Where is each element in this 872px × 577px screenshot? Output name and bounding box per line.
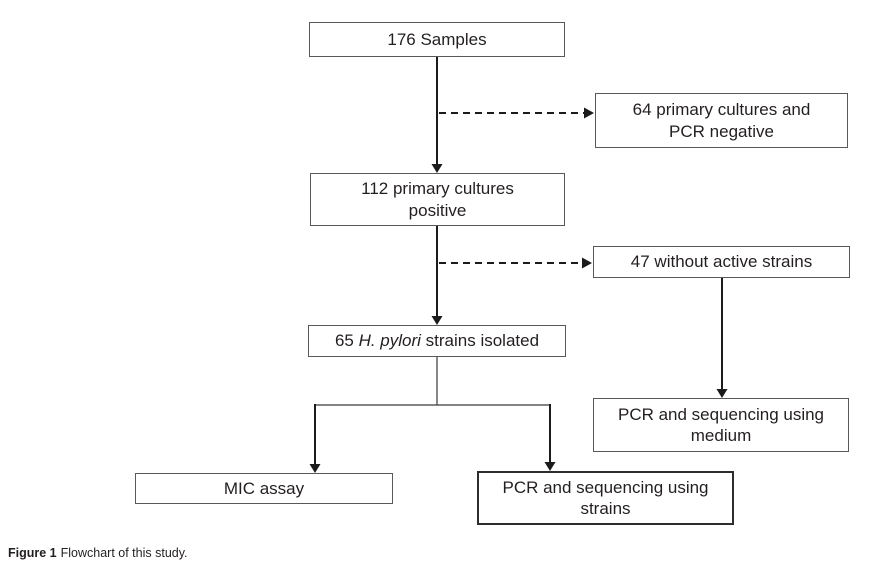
flow-box-strains-isolated-label: 65 H. pylori strains isolated — [329, 330, 545, 351]
flow-box-mic-assay-label: MIC assay — [223, 478, 305, 498]
flow-box-cultures-positive: 112 primary cultures positive — [310, 173, 565, 226]
flow-box-samples: 176 Samples — [309, 22, 565, 57]
flow-box-cultures-positive-label: 112 primary cultures positive — [361, 179, 514, 220]
flow-box-strains-isolated: 65 H. pylori strains isolated — [308, 325, 566, 357]
strains-isolated-prefix: 65 — [334, 331, 359, 351]
dashed-arrow-to-no-active-strains — [439, 257, 592, 269]
arrow-no-active-strains-to-pcr-medium — [716, 278, 728, 398]
flow-box-pcr-medium: PCR and sequencing using medium — [593, 398, 849, 452]
flow-box-samples-label: 176 Samples — [387, 29, 487, 49]
flow-box-pcr-negative: 64 primary cultures and PCR negative — [595, 93, 848, 148]
dashed-arrow-to-pcr-negative — [439, 107, 594, 119]
flow-box-no-active-strains-label: 47 without active strains — [630, 252, 813, 272]
strains-isolated-suffix: strains isolated — [420, 331, 540, 351]
arrow-split-to-pcr-strains — [544, 404, 556, 471]
flow-box-no-active-strains: 47 without active strains — [593, 246, 850, 278]
arrow-cultures-positive-to-strains-isolated — [431, 226, 443, 325]
figure-caption-text: Flowchart of this study. — [60, 546, 188, 560]
arrow-split-to-mic-assay — [309, 404, 321, 473]
flow-box-pcr-negative-label: 64 primary cultures and PCR negative — [632, 100, 811, 141]
arrow-samples-to-cultures-positive — [431, 57, 443, 173]
flow-box-pcr-medium-label: PCR and sequencing using medium — [617, 404, 825, 445]
split-connector-strains-isolated — [314, 357, 550, 406]
flow-box-mic-assay: MIC assay — [135, 473, 393, 504]
figure-caption-number: Figure 1 — [8, 546, 57, 560]
strains-isolated-species: H. pylori — [358, 331, 421, 351]
flow-box-pcr-strains: PCR and sequencing using strains — [477, 471, 734, 525]
flow-box-pcr-strains-label: PCR and sequencing using strains — [502, 477, 709, 518]
